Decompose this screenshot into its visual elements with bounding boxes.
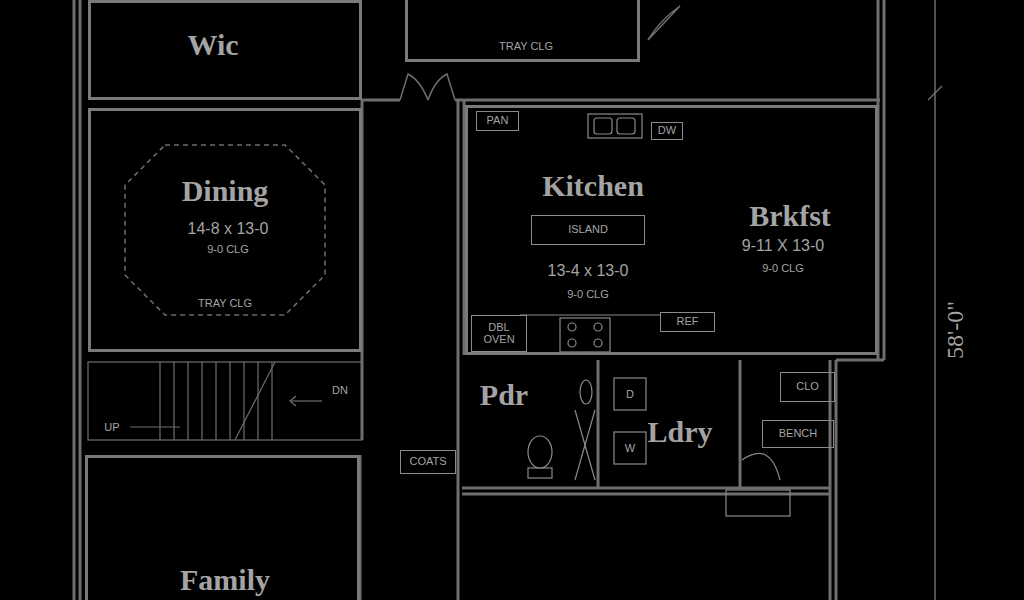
pantry-box: PAN bbox=[476, 111, 519, 131]
fixture-label: CLO bbox=[796, 381, 819, 393]
room-name: Brkfst bbox=[749, 199, 831, 233]
dishwasher-box: DW bbox=[651, 122, 683, 140]
family-room: Family bbox=[85, 455, 360, 600]
room-name: TRAY CLG bbox=[499, 40, 553, 52]
appliance-mark: W bbox=[625, 442, 635, 454]
room-note: 14-8 x 13-0 bbox=[188, 220, 269, 238]
bedroom-room: TRAY CLG bbox=[405, 0, 640, 62]
breakfast-room: Brkfst 9-11 X 13-0 9-0 CLG bbox=[720, 105, 878, 355]
oven-box: DBL OVEN bbox=[471, 315, 527, 352]
room-name: Wic bbox=[187, 28, 238, 62]
room-note: TRAY CLG bbox=[198, 297, 252, 309]
room-note: 9-0 CLG bbox=[567, 288, 609, 300]
room-name: Family bbox=[180, 563, 270, 597]
kitchen-room: Kitchen 13-4 x 13-0 9-0 CLG ISLAND PAN DW DBL … bbox=[465, 105, 720, 355]
fixture-label: ISLAND bbox=[568, 224, 608, 236]
room-name: Dining bbox=[182, 174, 269, 208]
stair-direction: DN bbox=[332, 384, 348, 396]
room-name: Kitchen bbox=[542, 169, 644, 203]
room-note: 9-0 CLG bbox=[762, 262, 804, 274]
room-name: Ldry bbox=[647, 415, 712, 449]
fixture-label: DW bbox=[658, 125, 676, 137]
bench-box: BENCH bbox=[762, 420, 834, 448]
fixture-label: REF bbox=[677, 316, 699, 328]
dining-room: Dining 14-8 x 13-0 9-0 CLG TRAY CLG bbox=[88, 108, 362, 352]
room-note: 9-11 X 13-0 bbox=[742, 237, 824, 255]
laundry-room: Ldry bbox=[598, 370, 740, 488]
closet-box: CLO bbox=[780, 372, 835, 402]
room-note: 13-4 x 13-0 bbox=[548, 262, 629, 280]
walk-in-closet: Wic bbox=[88, 0, 362, 100]
powder-room: Pdr bbox=[464, 370, 598, 488]
room-name: Pdr bbox=[480, 378, 528, 412]
coats-closet: COATS bbox=[400, 450, 456, 474]
fixture-label: BENCH bbox=[779, 428, 818, 440]
appliance-mark: D bbox=[626, 388, 634, 400]
fixture-label: PAN bbox=[487, 115, 509, 127]
room-note: 9-0 CLG bbox=[207, 243, 249, 255]
fixture-label: COATS bbox=[409, 456, 446, 468]
fixture-label: DBL OVEN bbox=[472, 322, 526, 345]
island-counter: ISLAND bbox=[531, 215, 645, 245]
stair-direction: UP bbox=[104, 421, 119, 433]
dimension-label: 58'-0" bbox=[942, 301, 969, 359]
refrigerator-box: REF bbox=[660, 312, 715, 332]
